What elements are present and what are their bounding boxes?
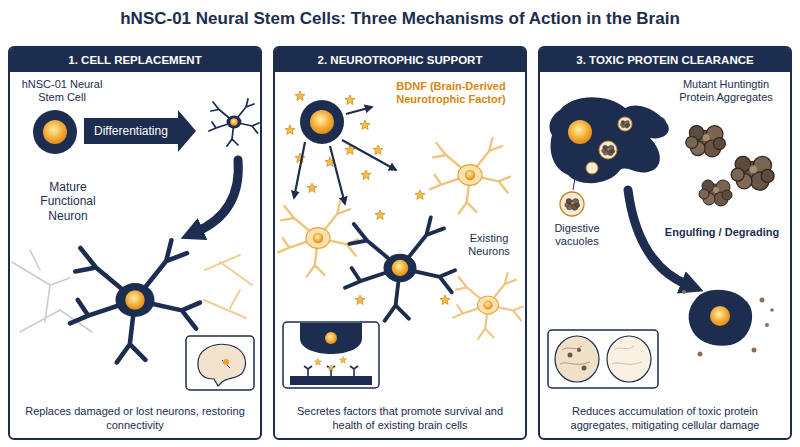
- cell-nucleus: [568, 120, 592, 144]
- process-label: Engulfing / Degrading: [656, 226, 788, 239]
- mechanism-panel: 1. CELL REPLACEMENT Replaces damaged or l…: [8, 46, 262, 440]
- panel-caption: Reduces accumulation of toxic protein ag…: [548, 405, 782, 432]
- protein-aggregate: [731, 156, 774, 190]
- clean-cell: [689, 290, 753, 346]
- secretion-arrows: [294, 107, 396, 204]
- protein-aggregate: [699, 180, 732, 206]
- existing-neuron: [278, 201, 358, 276]
- vacuole-callout: [560, 178, 584, 216]
- brain-inset: [186, 336, 254, 390]
- protein-label: Mutant Huntingtin Protein Aggregates: [666, 78, 786, 104]
- stem-cell: [300, 100, 344, 144]
- process-arrow: Differentiating: [84, 110, 196, 152]
- callout-label: Digestive vacuoles: [542, 222, 612, 248]
- panel-caption: Replaces damaged or lost neurons, restor…: [18, 405, 252, 432]
- arrow-outline: [84, 110, 196, 152]
- mature-neuron: [70, 240, 200, 362]
- differentiating-neuron: [209, 99, 259, 146]
- existing-neuron: [430, 138, 510, 213]
- arrow-label: Differentiating: [94, 124, 168, 138]
- cell-label: Mature Functional Neuron: [18, 180, 118, 223]
- panel-caption: Secretes factors that promote survival a…: [283, 405, 517, 432]
- panel-header: 2. NEUROTROPHIC SUPPORT: [275, 48, 525, 72]
- cell-label: hNSC-01 Neural Stem Cell: [14, 78, 110, 104]
- panel-header: 1. CELL REPLACEMENT: [10, 48, 260, 72]
- protein-aggregate: [686, 126, 726, 157]
- cell-label: Existing Neurons: [456, 232, 522, 258]
- mechanism-panel: 3. TOXIC PROTEIN CLEARANCE Reduces accumu…: [538, 46, 792, 440]
- panel-header: 3. TOXIC PROTEIN CLEARANCE: [540, 48, 790, 72]
- stem-cell: [33, 110, 77, 154]
- engulfing-cell: [550, 97, 669, 183]
- existing-neuron: [345, 217, 455, 320]
- brain-comparison-inset: [548, 330, 658, 388]
- cell-nucleus: [710, 306, 730, 326]
- vacuoles: [586, 117, 632, 174]
- existing-neuron: [453, 273, 523, 339]
- curved-arrow: [196, 160, 238, 232]
- factor-label: BDNF (Brain-Derived Neurotrophic Factor): [382, 80, 520, 106]
- fragments: [682, 290, 774, 357]
- diagram-title: hNSC-01 Neural Stem Cells: Three Mechani…: [0, 9, 800, 29]
- mechanism-panel: 2. NEUROTROPHIC SUPPORT Secretes factors …: [273, 46, 527, 440]
- synapse-inset: [283, 322, 379, 388]
